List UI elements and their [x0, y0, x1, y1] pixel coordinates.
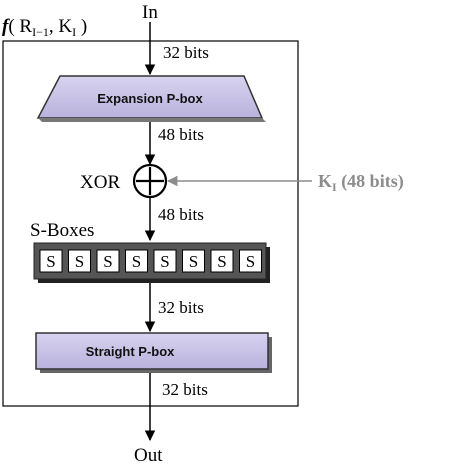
key-input-label: KI (48 bits) — [318, 171, 404, 194]
function-f: f — [2, 16, 10, 37]
input-label: In — [142, 2, 158, 23]
output-label: Out — [134, 445, 163, 466]
sbox-cell-label: S — [189, 252, 198, 271]
sbox-cell-label: S — [246, 252, 255, 271]
expansion-p-box-shadow — [38, 118, 266, 122]
sbox-cell — [68, 249, 91, 273]
sbox-cell — [239, 249, 262, 273]
sbox-cell — [125, 249, 148, 273]
sbox-cell — [39, 249, 63, 273]
after-sboxes-bits-label: 32 bits — [158, 298, 204, 317]
straight-p-box-label: Straight P-box — [86, 344, 176, 359]
sbox-cell — [96, 249, 120, 273]
expansion-p-box-label: Expansion P-box — [97, 91, 203, 106]
sbox-cell-label: S — [46, 252, 55, 271]
after-xor-bits-label: 48 bits — [158, 205, 204, 224]
function-label: f( RI−1, KI ) — [2, 16, 87, 39]
out-bits-label: 32 bits — [162, 380, 208, 399]
sbox-cell-label: S — [217, 252, 226, 271]
sbox-cell-label: S — [75, 252, 84, 271]
sbox-cell — [182, 249, 205, 273]
sbox-cell-label: S — [160, 252, 169, 271]
sbox-cell-label: S — [132, 252, 141, 271]
straight-p-box — [35, 332, 269, 370]
sbox-cell — [210, 249, 234, 273]
sbox-cell-label: S — [103, 252, 112, 271]
in-bits-label: 32 bits — [163, 43, 209, 62]
sbox-cell — [153, 249, 177, 273]
sboxes-label: S-Boxes — [30, 220, 94, 241]
after-expansion-bits-label: 48 bits — [158, 125, 204, 144]
xor-label: XOR — [80, 172, 120, 193]
